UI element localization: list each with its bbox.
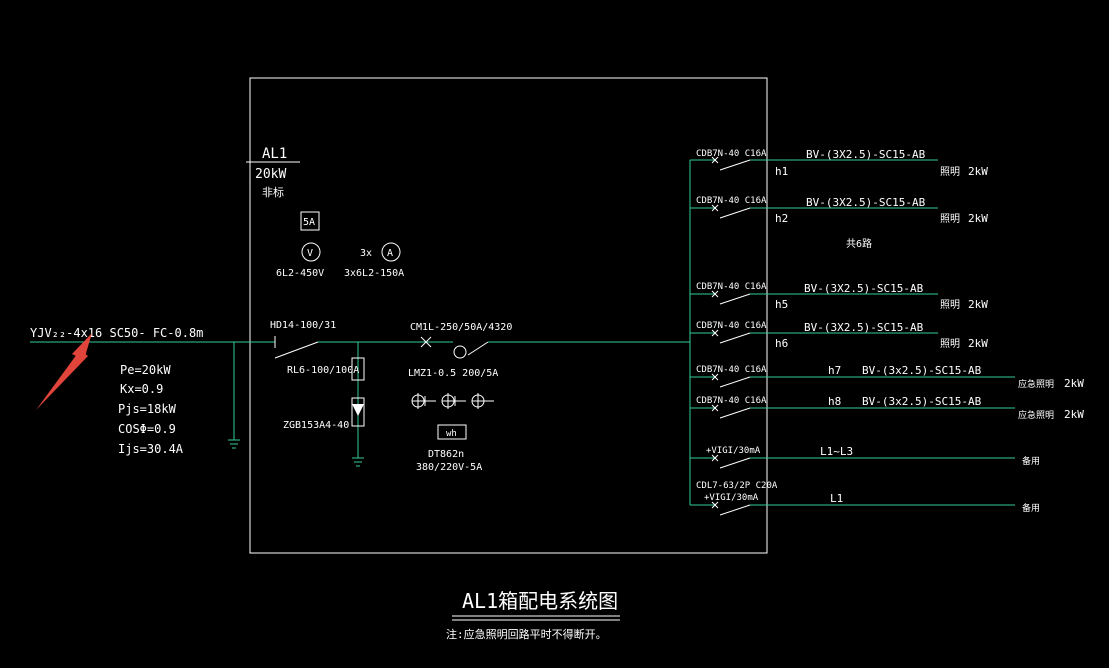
svg-text:BV-(3X2.5)-SC15-AB: BV-(3X2.5)-SC15-AB bbox=[804, 282, 924, 295]
svg-text:照明: 照明 bbox=[940, 166, 960, 178]
svg-text:h2: h2 bbox=[775, 212, 788, 225]
svg-text:DT862n: DT862n bbox=[428, 449, 464, 460]
ct-row bbox=[411, 393, 494, 409]
svg-text:Ijs=30.4A: Ijs=30.4A bbox=[118, 442, 184, 456]
svg-text:+VIGI/30mA: +VIGI/30mA bbox=[704, 493, 759, 503]
svg-text:3x: 3x bbox=[360, 248, 372, 259]
ct-label: LMZ1-0.5 200/5A bbox=[408, 368, 498, 379]
omitted-circuits-note: 共6路 bbox=[846, 237, 872, 250]
fuse-rl6 bbox=[351, 357, 365, 381]
svg-text:应急照明: 应急照明 bbox=[1018, 409, 1054, 421]
svg-text:h1: h1 bbox=[775, 165, 788, 178]
svg-text:ZGB153A4-40: ZGB153A4-40 bbox=[283, 420, 349, 431]
svg-text:CDB7N-40 C16A: CDB7N-40 C16A bbox=[696, 321, 767, 331]
svg-text:照明: 照明 bbox=[940, 299, 960, 311]
svg-text:Pjs=18kW: Pjs=18kW bbox=[118, 402, 177, 416]
svg-text:CDB7N-40 C16A: CDB7N-40 C16A bbox=[696, 365, 767, 375]
main-circuit: HD14-100/31 CM1L-250/50A/4320 RL6-100/10… bbox=[270, 320, 690, 473]
box-power: 20kW bbox=[255, 167, 286, 182]
svg-text:2kW: 2kW bbox=[1064, 408, 1084, 421]
svg-text:h5: h5 bbox=[775, 298, 788, 311]
circuit-spare-1: +VIGI/30mA L1~L3 备用 bbox=[690, 445, 1040, 469]
svg-text:照明: 照明 bbox=[940, 213, 960, 225]
box-name: AL1 bbox=[262, 146, 287, 162]
annotation-arrow bbox=[36, 350, 88, 410]
svg-text:RL6-100/100A: RL6-100/100A bbox=[287, 365, 359, 376]
svg-text:+VIGI/30mA: +VIGI/30mA bbox=[706, 446, 761, 456]
svg-text:h7: h7 bbox=[828, 364, 841, 377]
svg-text:CDB7N-40 C16A: CDB7N-40 C16A bbox=[696, 396, 767, 406]
svg-text:2kW: 2kW bbox=[968, 212, 988, 225]
diagram-title: AL1箱配电系统图 bbox=[462, 589, 618, 613]
svg-text:Pe=20kW: Pe=20kW bbox=[120, 363, 171, 377]
svg-text:CDB7N-40 C16A: CDB7N-40 C16A bbox=[696, 196, 767, 206]
title-block: AL1箱配电系统图 注:应急照明回路平时不得断开。 bbox=[446, 589, 620, 641]
svg-text:380/220V-5A: 380/220V-5A bbox=[416, 462, 482, 473]
svg-text:2kW: 2kW bbox=[968, 165, 988, 178]
svg-text:照明: 照明 bbox=[940, 338, 960, 350]
outgoing-circuits: CDB7N-40 C16A h1 BV-(3X2.5)-SC15-AB 照明 2… bbox=[690, 148, 1084, 516]
voltmeter-symbol bbox=[301, 242, 321, 262]
svg-text:备用: 备用 bbox=[1022, 455, 1040, 467]
svg-text:V: V bbox=[307, 248, 313, 259]
distribution-box-frame bbox=[249, 77, 768, 554]
svg-text:2kW: 2kW bbox=[968, 337, 988, 350]
diagram-note: 注:应急照明回路平时不得断开。 bbox=[446, 627, 607, 641]
circuit-h5: CDB7N-40 C16A h5 BV-(3X2.5)-SC15-AB 照明 2… bbox=[690, 282, 988, 311]
svg-text:BV-(3X2.5)-SC15-AB: BV-(3X2.5)-SC15-AB bbox=[806, 196, 926, 209]
svg-text:2kW: 2kW bbox=[968, 298, 988, 311]
svg-text:5A: 5A bbox=[303, 217, 315, 228]
spd-symbol bbox=[351, 397, 365, 427]
svg-text:CDB7N-40 C16A: CDB7N-40 C16A bbox=[696, 282, 767, 292]
circuit-spare-2: CDL7-63/2P C20A +VIGI/30mA L1 备用 bbox=[690, 481, 1040, 516]
svg-text:h6: h6 bbox=[775, 337, 788, 350]
circuit-h8: CDB7N-40 C16A h8 BV-(3x2.5)-SC15-AB 应急照明… bbox=[690, 395, 1084, 421]
svg-text:COSΦ=0.9: COSΦ=0.9 bbox=[118, 422, 176, 436]
svg-text:应急照明: 应急照明 bbox=[1018, 378, 1054, 390]
svg-text:CDL7-63/2P C20A: CDL7-63/2P C20A bbox=[696, 481, 778, 491]
svg-text:CDB7N-40 C16A: CDB7N-40 C16A bbox=[696, 149, 767, 159]
incoming-cable: YJV₂₂-4x16 SC50- FC-0.8m bbox=[30, 326, 203, 340]
svg-text:A: A bbox=[387, 248, 393, 259]
incoming-feeder: YJV₂₂-4x16 SC50- FC-0.8m Pe=20kW Kx=0.9 … bbox=[30, 326, 275, 456]
voltmeter-spec: 6L2-450V bbox=[276, 268, 324, 279]
box-type: 非标 bbox=[262, 185, 284, 199]
meter-group: 5A V 6L2-450V 3x A 3x6L2-150A bbox=[276, 211, 404, 279]
breaker-label: CM1L-250/50A/4320 bbox=[410, 322, 512, 333]
svg-text:L1~L3: L1~L3 bbox=[820, 445, 853, 458]
svg-text:h8: h8 bbox=[828, 395, 841, 408]
svg-text:BV-(3X2.5)-SC15-AB: BV-(3X2.5)-SC15-AB bbox=[804, 321, 924, 334]
circuit-h1: CDB7N-40 C16A h1 BV-(3X2.5)-SC15-AB 照明 2… bbox=[690, 148, 988, 178]
svg-text:Kx=0.9: Kx=0.9 bbox=[120, 382, 163, 396]
ct-symbol bbox=[453, 345, 467, 359]
fuse-symbol bbox=[300, 211, 320, 231]
svg-text:L1: L1 bbox=[830, 492, 843, 505]
svg-text:BV-(3X2.5)-SC15-AB: BV-(3X2.5)-SC15-AB bbox=[806, 148, 926, 161]
svg-text:2kW: 2kW bbox=[1064, 377, 1084, 390]
circuit-h7: CDB7N-40 C16A h7 BV-(3x2.5)-SC15-AB 应急照明… bbox=[690, 364, 1084, 390]
circuit-h6: CDB7N-40 C16A h6 BV-(3X2.5)-SC15-AB 照明 2… bbox=[690, 321, 988, 350]
svg-text:备用: 备用 bbox=[1022, 502, 1040, 514]
ammeter-symbol bbox=[381, 242, 401, 262]
svg-text:wh: wh bbox=[446, 429, 457, 439]
svg-text:BV-(3x2.5)-SC15-AB: BV-(3x2.5)-SC15-AB bbox=[862, 364, 982, 377]
svg-text:BV-(3x2.5)-SC15-AB: BV-(3x2.5)-SC15-AB bbox=[862, 395, 982, 408]
energy-meter-symbol bbox=[437, 424, 467, 440]
ammeter-spec: 3x6L2-150A bbox=[344, 268, 404, 279]
box-label: AL1 20kW 非标 bbox=[246, 146, 300, 199]
circuit-h2: CDB7N-40 C16A h2 BV-(3X2.5)-SC15-AB 照明 2… bbox=[690, 196, 988, 225]
isolator-label: HD14-100/31 bbox=[270, 320, 336, 331]
